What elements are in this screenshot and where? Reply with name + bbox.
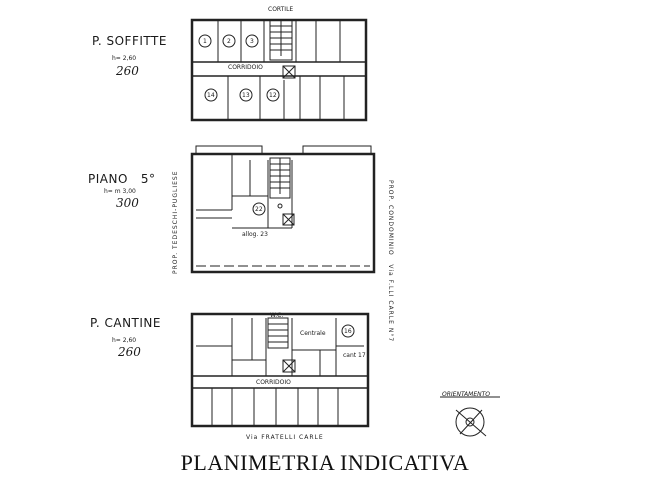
cantine-height-handwritten: 260: [118, 345, 141, 359]
street-label: Via FRATELLI CARLE: [246, 434, 324, 441]
piano5-unit-number: 22: [255, 206, 263, 213]
soffitte-plan: [190, 18, 368, 122]
room-number: 14: [207, 92, 215, 99]
orientation-compass: [440, 396, 500, 437]
room-number: 12: [269, 92, 277, 99]
piano5-height-handwritten: 300: [116, 196, 139, 210]
soffitte-corridor-label: CORRIDOIO: [228, 64, 263, 71]
room-number: 13: [242, 92, 250, 99]
soffitte-floor-name: P. SOFFITTE: [92, 34, 167, 48]
piano5-plan: [190, 145, 376, 274]
cantine-plan: [190, 312, 370, 428]
cantine-central-label: Centrale: [300, 330, 326, 337]
soffitte-height-note: h= 2,60: [112, 55, 137, 62]
cantine-cellar-number: 16: [344, 328, 352, 335]
room-number: 3: [250, 38, 254, 45]
room-number: 1: [203, 38, 207, 45]
page-title: PLANIMETRIA INDICATIVA: [180, 450, 470, 475]
cantine-corridor-label: CORRIDOIO: [256, 379, 291, 386]
cantine-height-note: h= 2,60: [112, 337, 137, 344]
soffitte-height-handwritten: 260: [116, 64, 139, 78]
soffitte-courtyard-label: CORTILE: [268, 6, 294, 13]
piano5-height-note: h= m 3,00: [104, 188, 136, 195]
room-number: 2: [227, 38, 231, 45]
cantine-floor-name: P. CANTINE: [90, 316, 161, 330]
right-neighbor-label: PROP. CONDOMINIO Via F.LLI CARLE N°7: [387, 180, 394, 343]
left-neighbor-label: PROP. TEDESCHI-PUGLIESE: [172, 170, 179, 274]
cantine-cellar-label: cant 17: [343, 352, 366, 359]
orientation-label: ORIENTAMENTO: [442, 391, 491, 398]
cantine-wc-label: W.C.: [270, 312, 284, 319]
piano5-unit-label: allog. 23: [242, 231, 268, 238]
piano5-floor-name: PIANO 5°: [88, 172, 156, 186]
